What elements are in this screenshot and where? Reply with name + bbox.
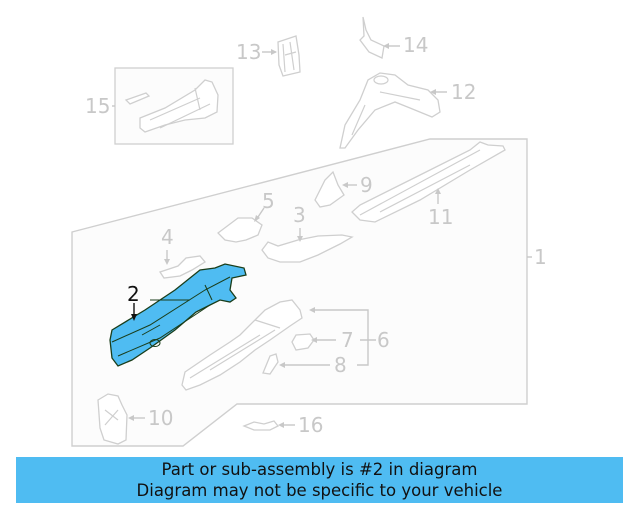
parts-diagram: 1 15 13 14 12 11 9 5 3 4 [71, 16, 547, 447]
callout-12[interactable]: 12 [451, 80, 476, 104]
part-13 [277, 35, 301, 77]
callout-7[interactable]: 7 [341, 328, 354, 352]
callout-5[interactable]: 5 [262, 189, 275, 213]
assembly-1-boundary [71, 138, 528, 447]
part-2-highlighted[interactable] [109, 263, 247, 367]
banner-line-part-number: Part or sub-assembly is #2 in diagram [161, 460, 478, 479]
callout-13[interactable]: 13 [236, 40, 261, 64]
part-4 [158, 255, 206, 279]
part-6 [181, 299, 303, 391]
part-16 [242, 420, 280, 431]
banner-line-disclaimer: Diagram may not be specific to your vehi… [136, 481, 503, 500]
callout-10[interactable]: 10 [148, 406, 173, 430]
part-8 [262, 353, 279, 375]
callout-14[interactable]: 14 [403, 33, 428, 57]
callout-1[interactable]: 1 [534, 245, 547, 269]
callout-4[interactable]: 4 [161, 225, 174, 249]
part-14 [359, 16, 385, 59]
part-10 [97, 393, 128, 445]
part-3 [261, 234, 354, 263]
callout-16[interactable]: 16 [298, 413, 323, 437]
callout-15[interactable]: 15 [85, 94, 110, 118]
info-banner: Part or sub-assembly is #2 in diagram Di… [16, 457, 623, 503]
part-15-bracket [124, 92, 151, 105]
callout-6[interactable]: 6 [377, 328, 390, 352]
part-9 [314, 170, 345, 208]
callout-9[interactable]: 9 [360, 173, 373, 197]
callout-3[interactable]: 3 [293, 203, 306, 227]
part-12 [339, 72, 441, 149]
callout-8[interactable]: 8 [334, 353, 347, 377]
part-11 [351, 141, 506, 223]
callout-11[interactable]: 11 [428, 205, 453, 229]
callout-2[interactable]: 2 [127, 282, 140, 306]
part-5 [217, 217, 263, 243]
